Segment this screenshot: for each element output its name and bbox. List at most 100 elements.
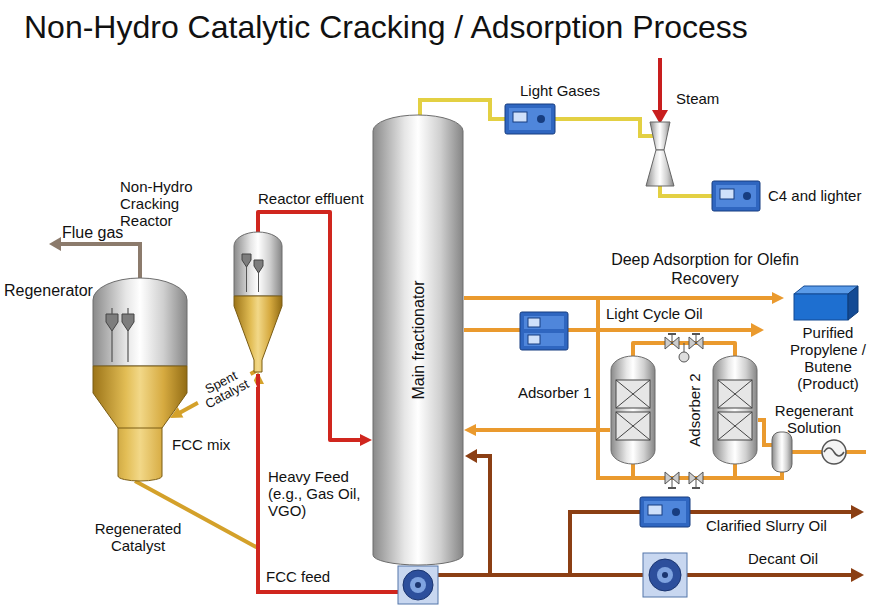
adsorber-vessel-part <box>718 380 752 408</box>
pump-symbol <box>415 582 421 588</box>
adsorber-vessel-part <box>718 380 752 408</box>
node-label: Non-Hydro Cracking Reactor <box>120 178 220 229</box>
olefin-line <box>631 464 635 478</box>
heat-exchanger <box>513 112 527 122</box>
flue-gas-line <box>49 237 61 251</box>
adsorber-vessel-part <box>616 412 650 440</box>
pump-symbol <box>662 572 668 578</box>
flue-gas-line <box>60 244 140 278</box>
regenerant-tank <box>772 432 792 472</box>
slurry-line <box>570 512 852 575</box>
light-gas-line <box>420 100 713 196</box>
stream-label: FCC feed <box>266 568 330 585</box>
stream-label: FCC mix <box>172 436 230 453</box>
stream-label: Clarified Slurry Oil <box>706 517 827 534</box>
olefin-line <box>792 450 822 454</box>
diagram-title: Non-Hydro Catalytic Cracking / Adsorptio… <box>24 8 748 46</box>
slurry-line <box>476 456 490 575</box>
adsorber-vessel: Adsorber 2 <box>712 356 758 464</box>
heat-exchanger <box>524 316 564 329</box>
regenerator-vessel-part <box>93 278 187 366</box>
valve-symbol <box>672 334 673 343</box>
valve-symbol <box>692 487 700 489</box>
reactor-vessel-part <box>242 254 263 273</box>
product-box-part <box>794 286 858 294</box>
adsorber-vessel-part <box>611 356 655 464</box>
fractionator-column: Main fractionator <box>372 115 464 565</box>
valve-symbol <box>679 352 689 362</box>
heat-exchanger <box>524 333 564 346</box>
product-box-part <box>794 294 848 320</box>
node-label: Adsorber 1 <box>516 384 593 401</box>
pump-symbol <box>403 570 433 600</box>
heat-exchanger <box>537 115 545 123</box>
heat-exchanger <box>716 185 756 207</box>
heat-exchanger <box>520 312 568 350</box>
adsorber-vessel-part <box>718 412 752 440</box>
olefin-line <box>758 420 772 445</box>
adsorber-vessel-part <box>718 412 752 440</box>
product-box: Purified Propylene / Butene (Product) <box>784 284 872 396</box>
pump-symbol <box>649 559 681 591</box>
olefin-line <box>598 298 782 478</box>
reactor-vessel-part <box>247 267 259 292</box>
pump-symbol <box>398 566 438 604</box>
arrow-head <box>360 434 372 446</box>
flue-gas-line <box>49 237 140 278</box>
regenerant-tank <box>822 440 846 464</box>
adsorber-vessel-part <box>616 380 650 408</box>
regenerant-tank <box>772 432 846 472</box>
adsorber-vessel-part <box>713 356 757 464</box>
adsorber-vessel-outline <box>610 356 656 464</box>
stream-label: Steam <box>676 90 719 107</box>
steam-ejector <box>650 122 670 150</box>
heat-exchanger <box>743 192 751 200</box>
adsorber-vessel-part <box>616 412 650 440</box>
regenerator-vessel-part <box>112 308 128 362</box>
regenerator-vessel-part <box>118 428 162 429</box>
reactor-vessel-part <box>234 296 282 372</box>
slurry-line <box>851 568 864 582</box>
regenerator-vessel-part <box>106 314 134 331</box>
valve-symbol <box>692 333 700 335</box>
pump-symbol <box>410 577 426 593</box>
edge-label: Spent Catalyst <box>191 362 257 415</box>
olefin-line <box>751 323 764 337</box>
adsorber-vessel-part <box>616 380 650 408</box>
heat-exchanger <box>720 189 734 199</box>
node-label: Adsorber 2 <box>686 373 703 446</box>
heat-exchanger <box>712 181 760 211</box>
stream-label: Decant Oil <box>748 550 818 567</box>
process-line <box>473 428 610 432</box>
light-gas-line <box>555 119 654 136</box>
slurry-line <box>465 449 477 463</box>
edge-label: Reactor effluent <box>258 190 364 207</box>
heat-exchanger <box>644 501 686 523</box>
arrow-head <box>772 292 784 304</box>
node-label: Main fractionator <box>410 280 427 399</box>
valve-symbol <box>668 487 676 489</box>
steam-ejector <box>646 150 674 186</box>
valve-symbol <box>665 334 703 488</box>
stream-label: C4 and lighter <box>768 187 861 204</box>
regenerant-tank <box>824 448 844 456</box>
product-box-part <box>848 286 858 320</box>
reactor-vessel: Non-Hydro Cracking Reactor <box>232 232 284 372</box>
valve-symbol <box>696 478 697 487</box>
olefin-line <box>464 328 752 332</box>
fractionator-column-part <box>373 115 463 565</box>
adsorber-vessel: Adsorber 1 <box>610 356 656 464</box>
process-line <box>464 296 775 300</box>
valve-symbol <box>672 478 673 487</box>
pump-symbol <box>657 567 673 583</box>
reactor-vessel-outline <box>232 232 284 372</box>
valve-symbol <box>668 333 676 335</box>
arrow-head <box>464 424 476 436</box>
valve-symbol <box>684 343 685 352</box>
steam-line <box>652 58 668 124</box>
adsorber-vessel-outline <box>712 356 758 464</box>
stream-label: Light Cycle Oil <box>606 305 703 322</box>
pump-symbol <box>643 553 687 597</box>
stream-label: Light Gases <box>520 82 600 99</box>
